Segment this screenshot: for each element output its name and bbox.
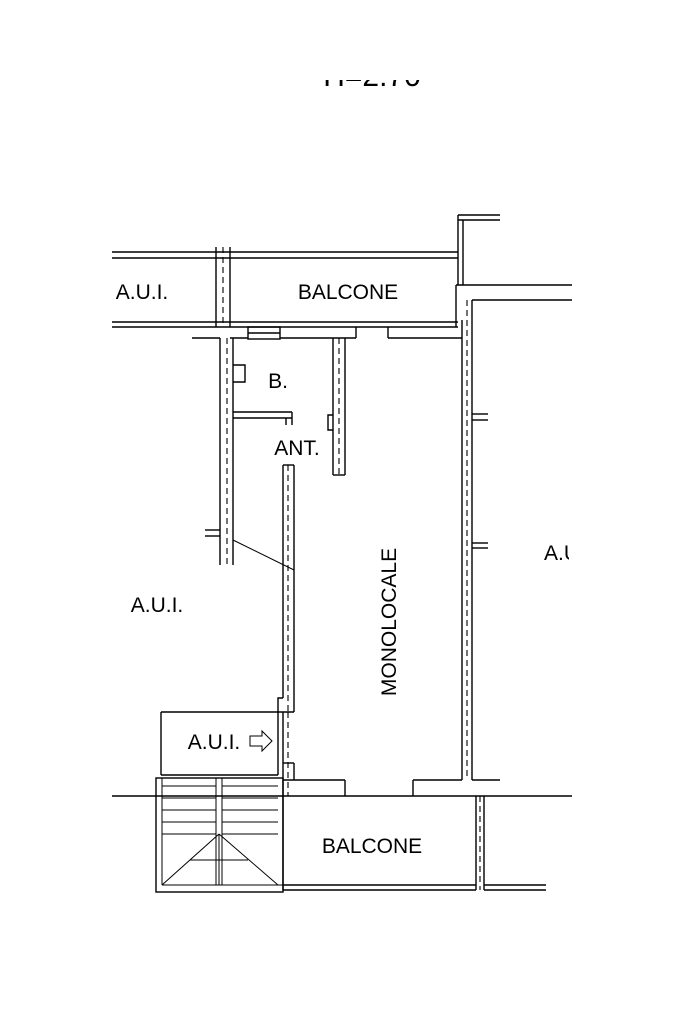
top-balcony-walls — [112, 214, 572, 340]
room-label-aui-stair: A.U.I. — [188, 731, 241, 754]
room-label-antibagno: ANT. — [274, 437, 320, 460]
room-label-balcone-bottom: BALCONE — [322, 835, 422, 858]
stairwell — [155, 777, 284, 893]
south-wall — [112, 712, 572, 890]
room-label-monolocale: MONOLOCALE — [378, 548, 401, 696]
arrow-right-outline-icon — [249, 729, 273, 753]
bottom-balcony — [283, 796, 546, 891]
stair-landing — [160, 711, 279, 776]
right-party-wall — [461, 299, 572, 781]
right-crop-mask — [569, 530, 683, 580]
room-label-aui-top-left: A.U.I. — [116, 281, 169, 304]
height-note-crop — [290, 54, 460, 80]
room-label-bagno: B. — [268, 370, 288, 393]
entry-wall — [232, 464, 295, 713]
room-label-aui-left: A.U.I. — [131, 594, 184, 617]
bathroom-walls — [192, 337, 346, 565]
room-label-balcone-top: BALCONE — [298, 281, 398, 304]
